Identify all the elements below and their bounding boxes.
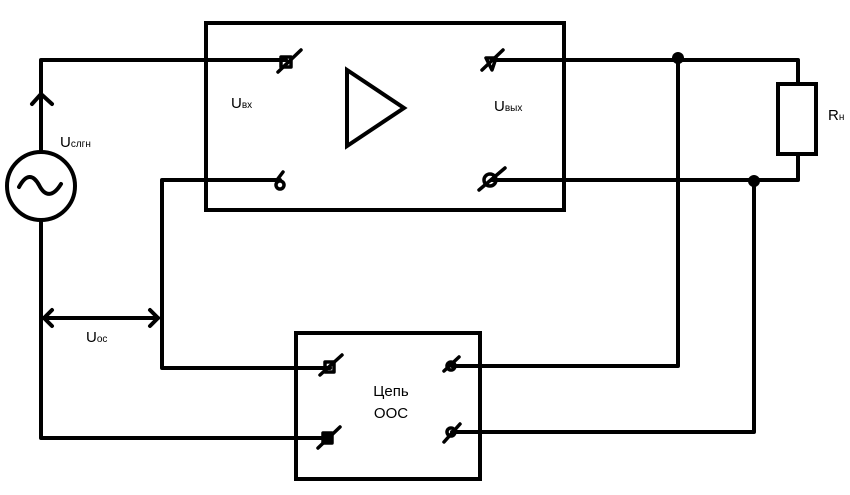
- wire-input-bottom: [160, 178, 332, 370]
- feedback-block-title-line1: Цепь: [373, 383, 409, 400]
- junction-dot-top: [672, 52, 684, 64]
- voltage-arrow-mark: [30, 92, 54, 106]
- wire-input-top: [39, 58, 288, 154]
- generator-voltage-subscript: слгн: [70, 139, 91, 150]
- feedback-arrow-left-head: [42, 308, 54, 328]
- generator-voltage-symbol: U: [60, 134, 71, 151]
- amplifier-triangle-icon: [345, 66, 408, 150]
- terminal-feedback-out-top: [442, 355, 461, 373]
- sine-wave-icon: [17, 175, 63, 196]
- terminal-output-top: [480, 48, 505, 72]
- output-voltage-label: Uвых: [494, 99, 522, 115]
- amplifier-block: [204, 21, 566, 212]
- load-resistor-icon: [776, 82, 818, 156]
- feedback-arrow-right-head: [148, 308, 160, 328]
- wire-feedback-tap-1: [450, 58, 680, 368]
- load-resistor-label: Rн: [828, 108, 844, 124]
- feedback-block: [294, 331, 482, 481]
- load-resistor-subscript: н: [838, 112, 845, 123]
- terminal-input-bottom: [274, 170, 286, 191]
- load-resistor-symbol: R: [828, 107, 839, 124]
- feedback-voltage-subscript: ос: [96, 334, 108, 345]
- feedback-voltage-label: Uос: [86, 330, 107, 346]
- generator-voltage-label: Uслгн: [60, 135, 91, 151]
- wire-gen-bottom: [39, 218, 330, 440]
- wire-feedback-tap-2: [450, 178, 756, 434]
- feedback-block-title-line2: ООС: [373, 405, 409, 422]
- feedback-voltage-symbol: U: [86, 329, 97, 346]
- terminal-input-top: [276, 48, 303, 74]
- terminal-feedback-in-top: [318, 353, 344, 377]
- feedback-block-label: Цепь ООС: [352, 381, 430, 425]
- input-voltage-symbol: U: [231, 95, 242, 112]
- terminal-feedback-in-bottom: [316, 425, 342, 450]
- input-voltage-label: Uвх: [231, 96, 252, 112]
- terminal-feedback-out-bottom: [442, 422, 462, 444]
- terminal-output-bottom: [477, 166, 507, 192]
- wire-output-bottom: [490, 152, 800, 182]
- output-voltage-symbol: U: [494, 98, 505, 115]
- wire-output-top: [490, 58, 800, 86]
- input-voltage-subscript: вх: [241, 100, 253, 111]
- output-voltage-subscript: вых: [504, 103, 523, 114]
- junction-dot-bottom: [748, 175, 760, 187]
